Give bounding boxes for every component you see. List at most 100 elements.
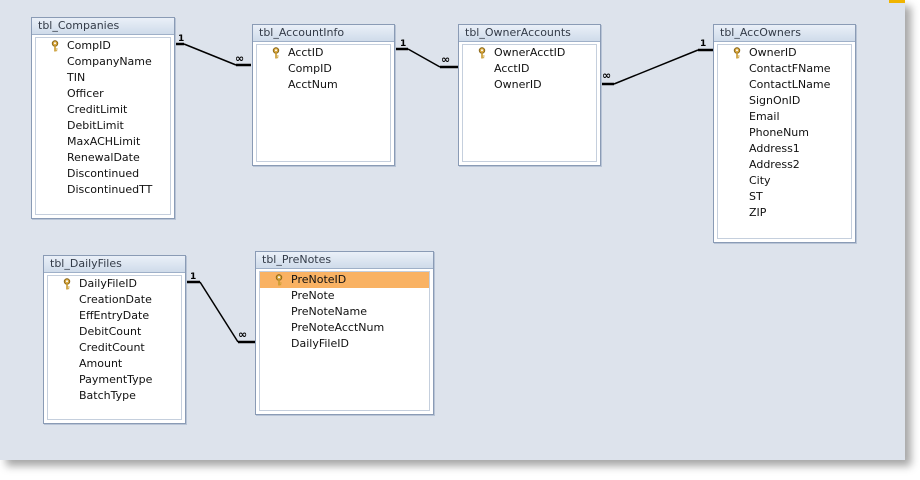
table-title[interactable]: tbl_AccountInfo (253, 25, 394, 42)
field-name: PaymentType (79, 373, 153, 386)
field-name: Email (749, 110, 780, 123)
field-name: ZIP (749, 206, 767, 219)
field-row[interactable]: ST (718, 189, 851, 205)
field-name: AcctNum (288, 78, 338, 91)
field-row[interactable]: MaxACHLimit (36, 134, 170, 150)
field-name: CompID (67, 39, 111, 52)
field-row[interactable]: CompanyName (36, 54, 170, 70)
field-name: ContactFName (749, 62, 831, 75)
table-accountinfo[interactable]: tbl_AccountInfo AcctID CompID AcctNum (252, 24, 395, 166)
table-accowners[interactable]: tbl_AccOwners OwnerID ContactFName Conta… (713, 24, 856, 243)
cardinality-one-label: 1 (190, 272, 197, 282)
field-row[interactable]: PhoneNum (718, 125, 851, 141)
field-row[interactable]: AcctID (257, 45, 390, 61)
field-row[interactable]: SignOnID (718, 93, 851, 109)
field-row[interactable]: TIN (36, 70, 170, 86)
field-name: ContactLName (749, 78, 831, 91)
field-row[interactable]: PreNoteAcctNum (260, 320, 429, 336)
relationships-canvas: 1 ∞ 1 ∞ ∞ 1 1 ∞ tbl_Companies CompID Com… (0, 0, 905, 460)
field-row[interactable]: Address2 (718, 157, 851, 173)
table-title[interactable]: tbl_AccOwners (714, 25, 855, 42)
field-name: AcctID (494, 62, 530, 75)
cardinality-many-label: ∞ (441, 53, 450, 66)
field-row[interactable]: CompID (36, 38, 170, 54)
field-name: CompID (288, 62, 332, 75)
cardinality-many-label: ∞ (238, 328, 247, 341)
key-icon (478, 47, 486, 59)
field-row[interactable]: DebitCount (48, 324, 181, 340)
table-title[interactable]: tbl_OwnerAccounts (459, 25, 600, 42)
field-name: Officer (67, 87, 104, 100)
field-row-selected[interactable]: PreNoteID (260, 272, 429, 288)
field-row[interactable]: City (718, 173, 851, 189)
field-row[interactable]: Officer (36, 86, 170, 102)
cardinality-many-label: ∞ (235, 52, 244, 65)
field-row[interactable]: DailyFileID (48, 276, 181, 292)
field-row[interactable]: DiscontinuedTT (36, 182, 170, 198)
field-row[interactable]: PaymentType (48, 372, 181, 388)
field-row[interactable]: OwnerAcctID (463, 45, 596, 61)
field-row[interactable]: CreationDate (48, 292, 181, 308)
relationship-line-accountinfo-owneraccounts[interactable] (407, 48, 441, 68)
table-dailyfiles[interactable]: tbl_DailyFiles DailyFileID CreationDate … (43, 255, 186, 424)
field-row[interactable]: OwnerID (463, 77, 596, 93)
table-title[interactable]: tbl_PreNotes (256, 252, 433, 269)
relationship-line-owneraccounts-accowners[interactable] (613, 49, 699, 85)
key-icon (63, 278, 71, 290)
field-name: PreNoteAcctNum (291, 321, 385, 334)
field-list: CompID CompanyName TIN Officer CreditLim… (35, 37, 171, 215)
field-name: CompanyName (67, 55, 152, 68)
table-owneraccounts[interactable]: tbl_OwnerAccounts OwnerAcctID AcctID Own… (458, 24, 601, 166)
field-row[interactable]: EffEntryDate (48, 308, 181, 324)
field-name: Discontinued (67, 167, 140, 180)
field-name: CreditLimit (67, 103, 128, 116)
field-row[interactable]: ZIP (718, 205, 851, 221)
cardinality-one-label: 1 (178, 34, 185, 44)
table-title[interactable]: tbl_DailyFiles (44, 256, 185, 273)
field-row[interactable]: PreNoteName (260, 304, 429, 320)
field-row[interactable]: Email (718, 109, 851, 125)
field-name: DailyFileID (79, 277, 137, 290)
relationship-line-companies-accountinfo[interactable] (183, 43, 237, 66)
field-row[interactable]: AcctNum (257, 77, 390, 93)
field-name: BatchType (79, 389, 136, 402)
table-title[interactable]: tbl_Companies (32, 18, 174, 35)
key-icon (733, 47, 741, 59)
field-row[interactable]: CreditLimit (36, 102, 170, 118)
field-row[interactable]: AcctID (463, 61, 596, 77)
field-row[interactable]: BatchType (48, 388, 181, 404)
cardinality-one-label: 1 (400, 39, 407, 49)
field-name: PhoneNum (749, 126, 809, 139)
field-row[interactable]: Amount (48, 356, 181, 372)
field-name: OwnerAcctID (494, 46, 566, 59)
field-name: EffEntryDate (79, 309, 150, 322)
field-row[interactable]: RenewalDate (36, 150, 170, 166)
field-row[interactable]: DebitLimit (36, 118, 170, 134)
relationship-line-dailyfiles-prenotes[interactable] (199, 281, 239, 343)
field-row[interactable]: ContactFName (718, 61, 851, 77)
field-name: PreNoteID (291, 273, 347, 286)
field-row[interactable]: PreNote (260, 288, 429, 304)
table-prenotes[interactable]: tbl_PreNotes PreNoteID PreNote PreNoteNa… (255, 251, 434, 415)
field-name: SignOnID (749, 94, 801, 107)
field-list: OwnerID ContactFName ContactLName SignOn… (717, 44, 852, 239)
window-top-edge (0, 0, 905, 4)
accent-strip (889, 0, 905, 3)
field-name: OwnerID (749, 46, 797, 59)
key-icon (275, 274, 283, 286)
field-name: AcctID (288, 46, 324, 59)
table-companies[interactable]: tbl_Companies CompID CompanyName TIN Off… (31, 17, 175, 219)
field-name: RenewalDate (67, 151, 140, 164)
field-row[interactable]: ContactLName (718, 77, 851, 93)
field-row[interactable]: Address1 (718, 141, 851, 157)
field-name: PreNote (291, 289, 335, 302)
field-row[interactable]: Discontinued (36, 166, 170, 182)
field-row[interactable]: OwnerID (718, 45, 851, 61)
field-name: MaxACHLimit (67, 135, 141, 148)
field-row[interactable]: DailyFileID (260, 336, 429, 352)
field-name: CreationDate (79, 293, 152, 306)
key-icon (272, 47, 280, 59)
field-name: OwnerID (494, 78, 542, 91)
field-row[interactable]: CreditCount (48, 340, 181, 356)
field-row[interactable]: CompID (257, 61, 390, 77)
